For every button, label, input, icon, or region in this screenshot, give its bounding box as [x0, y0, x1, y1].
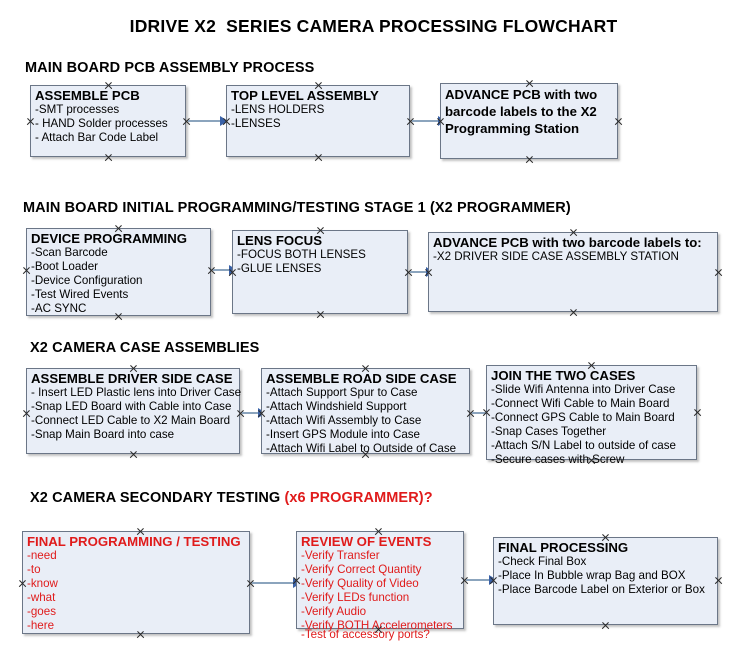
list-item: -Place In Bubble wrap Bag and BOX: [498, 569, 686, 582]
section-heading-text: X2 CAMERA SECONDARY TESTING: [30, 490, 285, 506]
section-heading-main-board-pcb-assembly: MAIN BOARD PCB ASSEMBLY PROCESS: [25, 60, 315, 76]
node-lens-focus[interactable]: LENS FOCUS -FOCUS BOTH LENSES -GLUE LENS…: [232, 230, 408, 314]
connector-road-case-to-join-cases[interactable]: [472, 412, 486, 414]
node-title: DEVICE PROGRAMMING: [31, 231, 188, 246]
node-title: JOIN THE TWO CASES: [491, 368, 636, 383]
list-item: -Snap Main Board into case: [31, 428, 175, 441]
node-advance-pcb-driver-side-station[interactable]: ADVANCE PCB with two barcode labels to: …: [428, 232, 718, 312]
section-heading-x2-camera-case-assemblies: X2 CAMERA CASE ASSEMBLIES: [30, 340, 260, 356]
list-item: -Place Barcode Label on Exterior or Box: [498, 583, 705, 596]
node-assemble-road-side-case[interactable]: ASSEMBLE ROAD SIDE CASE -Attach Support …: [261, 368, 470, 456]
node-item-list: -Slide Wifi Antenna into Driver Case -Co…: [487, 383, 696, 467]
node-item-list: -Scan Barcode -Boot Loader -Device Confi…: [27, 246, 210, 316]
arrow-head-icon: [220, 116, 228, 126]
list-item: -Scan Barcode: [31, 246, 108, 259]
node-item-list: - Insert LED Plastic lens into Driver Ca…: [27, 386, 242, 442]
list-item: -Boot Loader: [31, 260, 99, 273]
node-item-list: -FOCUS BOTH LENSES -GLUE LENSES: [233, 248, 407, 276]
list-item: -what: [27, 591, 56, 604]
document-title: IDRIVE X2 SERIES CAMERA PROCESSING FLOWC…: [129, 16, 618, 36]
node-item-list: -SMT processes - HAND Solder processes -…: [31, 103, 185, 145]
list-item: - Insert LED Plastic lens into Driver Ca…: [31, 386, 242, 399]
list-item: -Attach Support Spur to Case: [266, 386, 418, 399]
node-review-of-events[interactable]: REVIEW OF EVENTS -Verify Transfer -Verif…: [296, 531, 464, 641]
list-item: - HAND Solder processes: [35, 117, 168, 130]
list-item: -Verify Transfer: [301, 549, 380, 562]
node-final-processing[interactable]: FINAL PROCESSING -Check Final Box -Place…: [493, 537, 718, 625]
list-item: -need: [27, 549, 57, 562]
list-item: -FOCUS BOTH LENSES: [237, 248, 366, 261]
list-item: -Secure cases with Screw: [491, 453, 625, 466]
list-item: -Device Configuration: [31, 274, 143, 287]
node-title: LENS FOCUS: [237, 233, 322, 248]
node-title: REVIEW OF EVENTS: [301, 534, 432, 549]
list-item: -Verify Correct Quantity: [301, 563, 422, 576]
list-item: -X2 DRIVER SIDE CASE ASSEMBLY STATION: [433, 250, 679, 263]
connector-final-programming-to-review-events[interactable]: [252, 582, 296, 584]
list-item: -Attach Wifi Label to Outside of Case: [266, 442, 457, 455]
node-item-list: -Attach Support Spur to Case -Attach Win…: [262, 386, 469, 456]
list-item: -Verify Quality of Video: [301, 577, 419, 590]
node-advance-pcb-programming-station[interactable]: ADVANCE PCB with two barcode labels to t…: [440, 83, 618, 159]
node-title: ADVANCE PCB with two barcode labels to:: [433, 235, 702, 250]
node-item-list: -need -to -know -what -goes -here: [23, 549, 249, 633]
node-title: ASSEMBLE DRIVER SIDE CASE: [31, 371, 233, 386]
list-item: -Check Final Box: [498, 555, 587, 568]
node-title: FINAL PROCESSING: [498, 540, 629, 555]
node-assemble-driver-side-case[interactable]: ASSEMBLE DRIVER SIDE CASE - Insert LED P…: [26, 368, 242, 454]
list-item: -Verify LEDs function: [301, 591, 410, 604]
list-item-overflow: -Test of accessory ports?: [301, 628, 430, 641]
connector-driver-case-to-road-case[interactable]: [242, 412, 260, 414]
list-item: -Connect Wifi Cable to Main Board: [491, 397, 670, 410]
list-item: -to: [27, 563, 41, 576]
list-item: -Attach Windshield Support: [266, 400, 407, 413]
list-item: -Connect LED Cable to X2 Main Board: [31, 414, 231, 427]
section-heading-accent: (x6 PROGRAMMER)?: [284, 490, 433, 506]
node-assemble-pcb[interactable]: ASSEMBLE PCB -SMT processes - HAND Solde…: [30, 85, 186, 157]
list-item: -SMT processes: [35, 103, 120, 116]
list-item: -GLUE LENSES: [237, 262, 322, 275]
list-item: -Verify Audio: [301, 605, 367, 618]
connector-review-events-to-final-processing[interactable]: [466, 579, 492, 581]
list-item: -AC SYNC: [31, 302, 87, 315]
list-item: -LENS HOLDERS: [231, 103, 325, 116]
list-item: -goes: [27, 605, 57, 618]
list-item: -Snap LED Board with Cable into Case: [31, 400, 232, 413]
node-item-list: -Verify Transfer -Verify Correct Quantit…: [297, 549, 463, 641]
node-title: TOP LEVEL ASSEMBLY: [231, 88, 379, 103]
section-heading-main-board-initial-programming: MAIN BOARD INITIAL PROGRAMMING/TESTING S…: [23, 200, 571, 216]
section-heading-x2-camera-secondary-testing: X2 CAMERA SECONDARY TESTING (x6 PROGRAMM…: [30, 490, 433, 506]
node-join-the-two-cases[interactable]: JOIN THE TWO CASES -Slide Wifi Antenna i…: [486, 365, 697, 466]
node-device-programming[interactable]: DEVICE PROGRAMMING -Scan Barcode -Boot L…: [26, 228, 211, 316]
list-item: -Connect GPS Cable to Main Board: [491, 411, 675, 424]
list-item: -Attach Wifi Assembly to Case: [266, 414, 422, 427]
node-top-level-assembly[interactable]: TOP LEVEL ASSEMBLY -LENS HOLDERS -LENSES: [226, 85, 410, 157]
node-final-programming-testing[interactable]: FINAL PROGRAMMING / TESTING -need -to -k…: [22, 531, 250, 634]
list-item: -Slide Wifi Antenna into Driver Case: [491, 383, 676, 396]
list-item: - Attach Bar Code Label: [35, 131, 159, 144]
list-item: -LENSES: [231, 117, 281, 130]
list-item: -Test Wired Events: [31, 288, 129, 301]
list-item: -here: [27, 619, 55, 632]
node-title: ASSEMBLE PCB: [35, 88, 140, 103]
list-item: -know: [27, 577, 58, 590]
list-item: -Verify BOTH Accelerometers: [301, 619, 453, 632]
node-title: FINAL PROGRAMMING / TESTING: [27, 534, 241, 549]
list-item: -Attach S/N Label to outside of case: [491, 439, 676, 452]
node-item-list: -Check Final Box -Place In Bubble wrap B…: [494, 555, 717, 597]
node-title: ASSEMBLE ROAD SIDE CASE: [266, 371, 457, 386]
connector-lens-focus-to-advance-pcb-driver[interactable]: [410, 271, 428, 273]
node-title: ADVANCE PCB with two barcode labels to t…: [445, 87, 598, 136]
node-item-list: -LENS HOLDERS -LENSES: [227, 103, 409, 131]
connector-top-level-to-advance-pcb[interactable]: [412, 120, 440, 122]
connector-assemble-pcb-to-top-level[interactable]: [188, 120, 222, 122]
list-item: -Snap Cases Together: [491, 425, 607, 438]
connector-device-programming-to-lens-focus[interactable]: [213, 269, 231, 271]
list-item: -Insert GPS Module into Case: [266, 428, 421, 441]
node-item-list: -X2 DRIVER SIDE CASE ASSEMBLY STATION: [429, 250, 717, 264]
